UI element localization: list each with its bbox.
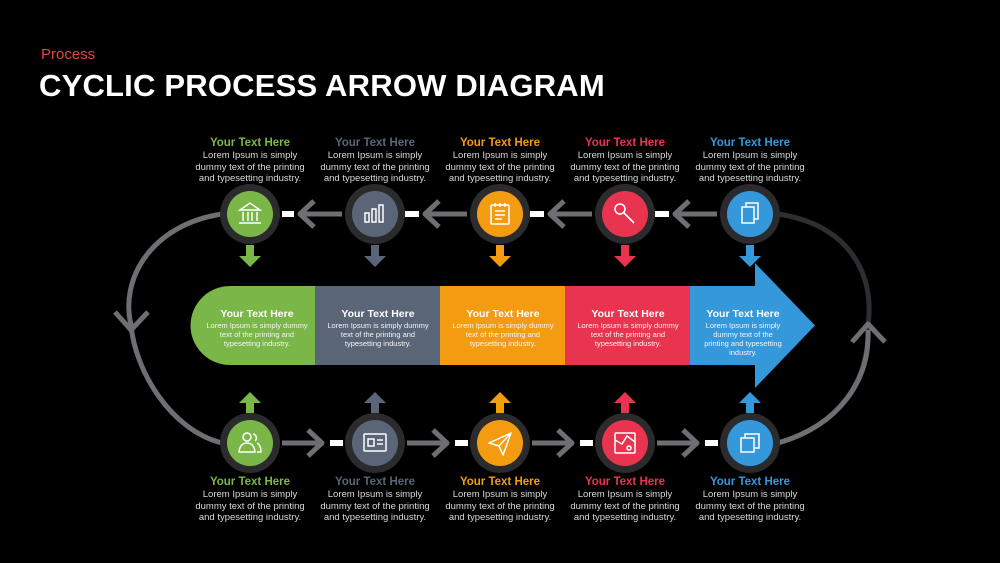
right-loop-arc-lower xyxy=(777,329,871,446)
up-arrow xyxy=(614,392,636,413)
segment-body: Lorem Ipsum is simply dummy text of the … xyxy=(452,321,554,348)
block-heading: Your Text Here xyxy=(584,137,666,149)
block-heading: Your Text Here xyxy=(209,137,291,149)
arrow-segment-text-2: Your Text Here Lorem Ipsum is simply dum… xyxy=(315,286,441,365)
bottom-text-block-3: Your Text Here Lorem Ipsum is simply dum… xyxy=(437,475,563,524)
block-heading: Your Text Here xyxy=(209,476,291,488)
up-arrow xyxy=(739,392,761,413)
top-text-block-5: Your Text Here Lorem Ipsum is simply dum… xyxy=(687,136,813,185)
up-arrow xyxy=(364,392,386,413)
segment-heading: Your Text Here xyxy=(220,308,294,320)
up-arrow xyxy=(489,392,511,413)
top-node-4 xyxy=(595,184,655,244)
segment-body: Lorem Ipsum is simply dummy text of the … xyxy=(327,321,429,348)
block-heading: Your Text Here xyxy=(459,476,541,488)
block-heading: Your Text Here xyxy=(584,476,666,488)
bank-icon xyxy=(237,202,263,224)
segment-heading: Your Text Here xyxy=(591,308,665,320)
top-text-block-4: Your Text Here Lorem Ipsum is simply dum… xyxy=(562,136,688,185)
block-heading: Your Text Here xyxy=(709,137,791,149)
documents-icon xyxy=(741,202,759,224)
top-node-3 xyxy=(470,184,530,244)
block-heading: Your Text Here xyxy=(459,137,541,149)
down-arrow xyxy=(239,245,261,267)
users-icon xyxy=(238,432,262,453)
block-body: Lorem Ipsum is simply dummy text of the … xyxy=(695,489,805,523)
arrow-segment-5 xyxy=(690,263,815,388)
top-node-2 xyxy=(345,184,405,244)
top-text-block-1: Your Text Here Lorem Ipsum is simply dum… xyxy=(187,136,313,185)
bottom-node-3 xyxy=(470,413,530,473)
block-heading: Your Text Here xyxy=(334,137,416,149)
arrow-segment-4 xyxy=(565,286,691,365)
bottom-text-block-2: Your Text Here Lorem Ipsum is simply dum… xyxy=(312,475,438,524)
bottom-text-block-5: Your Text Here Lorem Ipsum is simply dum… xyxy=(687,475,813,524)
arrow-segment-1 xyxy=(190,286,316,365)
top-connectors xyxy=(282,199,717,229)
down-arrow xyxy=(364,245,386,267)
arrow-segment-3 xyxy=(440,286,566,365)
down-arrow xyxy=(614,245,636,267)
up-arrow xyxy=(239,392,261,413)
arrow-segment-text-5: Your Text Here Lorem Ipsum is simply dum… xyxy=(690,286,796,365)
bottom-node-2 xyxy=(345,413,405,473)
arrow-segment-text-1: Your Text Here Lorem Ipsum is simply dum… xyxy=(194,286,320,365)
top-text-block-3: Your Text Here Lorem Ipsum is simply dum… xyxy=(437,136,563,185)
top-down-arrows xyxy=(239,245,761,267)
segment-heading: Your Text Here xyxy=(466,308,540,320)
block-body: Lorem Ipsum is simply dummy text of the … xyxy=(445,150,555,184)
bottom-text-block-1: Your Text Here Lorem Ipsum is simply dum… xyxy=(187,475,313,524)
block-body: Lorem Ipsum is simply dummy text of the … xyxy=(320,489,430,523)
right-loop-arrowhead xyxy=(850,321,887,344)
bottom-node-5 xyxy=(720,413,780,473)
bottom-text-block-4: Your Text Here Lorem Ipsum is simply dum… xyxy=(562,475,688,524)
block-heading: Your Text Here xyxy=(334,476,416,488)
top-node-1 xyxy=(220,184,280,244)
arrow-segment-text-3: Your Text Here Lorem Ipsum is simply dum… xyxy=(440,286,566,365)
top-node-5 xyxy=(720,184,780,244)
id-card-icon xyxy=(363,433,387,452)
block-body: Lorem Ipsum is simply dummy text of the … xyxy=(695,150,805,184)
slide-subtitle: Process xyxy=(41,46,96,63)
segment-body: Lorem Ipsum is simply dummy text of the … xyxy=(577,321,679,348)
block-body: Lorem Ipsum is simply dummy text of the … xyxy=(570,489,680,523)
arrow-segment-text-4: Your Text Here Lorem Ipsum is simply dum… xyxy=(565,286,691,365)
bottom-node-1 xyxy=(220,413,280,473)
paper-plane-icon xyxy=(488,432,512,456)
block-body: Lorem Ipsum is simply dummy text of the … xyxy=(320,150,430,184)
segment-body: Lorem Ipsum is simply dummy text of the … xyxy=(206,321,308,348)
block-body: Lorem Ipsum is simply dummy text of the … xyxy=(195,489,305,523)
copy-icon xyxy=(740,433,760,453)
left-loop-arc xyxy=(126,211,223,446)
arrow-segment-2 xyxy=(315,286,441,365)
bar-chart-icon xyxy=(364,204,384,223)
left-loop-arrowhead xyxy=(113,310,150,333)
block-body: Lorem Ipsum is simply dummy text of the … xyxy=(445,489,555,523)
block-body: Lorem Ipsum is simply dummy text of the … xyxy=(195,150,305,184)
slide-title: CYCLIC PROCESS ARROW DIAGRAM xyxy=(39,68,605,103)
bottom-node-4 xyxy=(595,413,655,473)
notepad-icon xyxy=(490,203,510,225)
down-arrow xyxy=(739,245,761,267)
block-body: Lorem Ipsum is simply dummy text of the … xyxy=(570,150,680,184)
block-heading: Your Text Here xyxy=(709,476,791,488)
bottom-up-arrows xyxy=(239,392,761,413)
top-text-block-2: Your Text Here Lorem Ipsum is simply dum… xyxy=(312,136,438,185)
segment-body: Lorem Ipsum is simply dummy text of the … xyxy=(704,321,782,357)
bottom-connectors xyxy=(282,428,718,458)
segment-heading: Your Text Here xyxy=(706,308,780,320)
map-icon xyxy=(614,432,636,454)
wrench-icon xyxy=(614,203,635,224)
segment-heading: Your Text Here xyxy=(341,308,415,320)
down-arrow xyxy=(489,245,511,267)
